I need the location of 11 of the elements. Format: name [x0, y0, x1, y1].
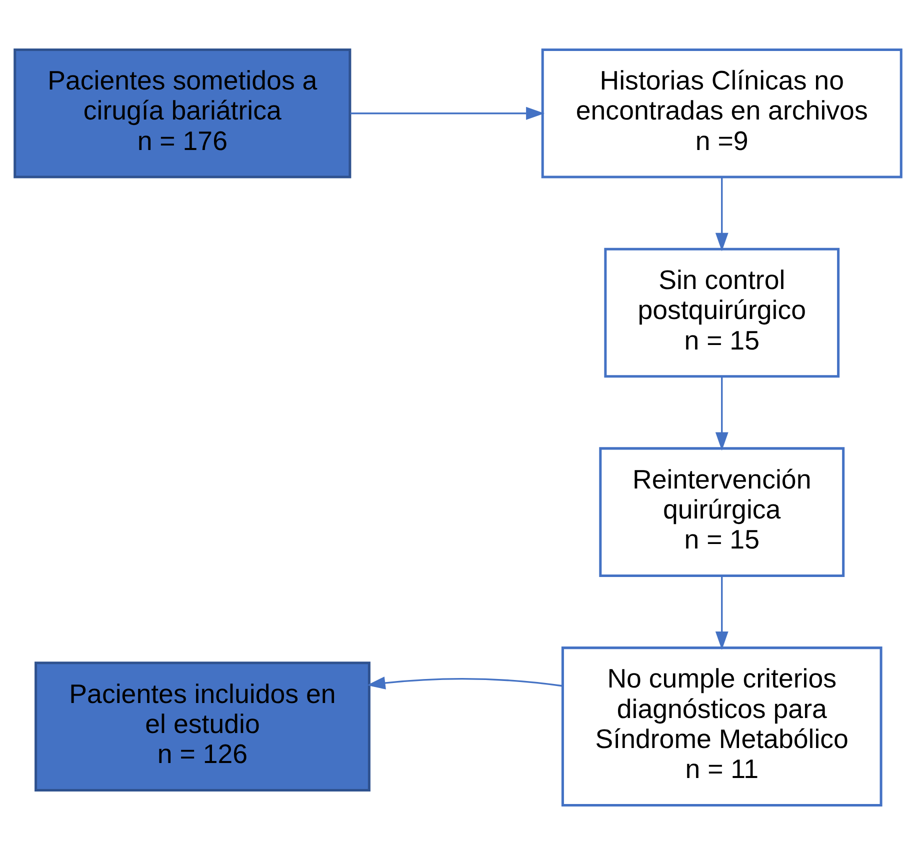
- node-box: Pacientes incluidos en el estudio n = 126: [34, 661, 370, 791]
- arrow: [715, 376, 728, 450]
- arrow: [715, 176, 728, 251]
- node-box: Pacientes sometidos a cirugía bariátrica n = 176: [14, 48, 352, 178]
- node-box: Historias Clínicas no encontradas en archivos n =9: [541, 48, 902, 178]
- arrow: [366, 676, 562, 689]
- node-box: Sin control postquirúrgico n = 15: [604, 247, 840, 378]
- arrow: [350, 106, 544, 120]
- node-box: Reintervención quirúrgica n = 15: [599, 446, 845, 577]
- arrow: [715, 575, 728, 650]
- node-box: No cumple criterios diagnósticos para Síndrome Metabólico n = 11: [561, 646, 882, 806]
